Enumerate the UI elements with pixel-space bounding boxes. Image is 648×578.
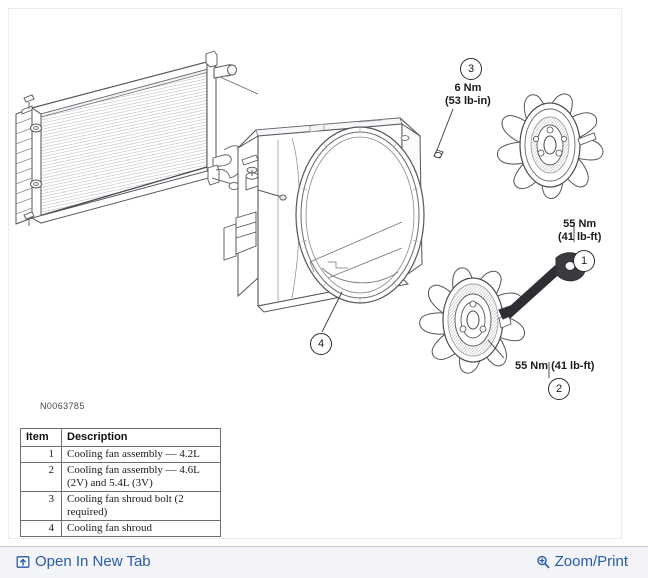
callout-bubble-2: 2 — [548, 378, 570, 400]
table-cell-description: Cooling fan assembly — 4.6L (2V) and 5.4… — [61, 462, 221, 492]
table-cell-item: 3 — [20, 491, 62, 521]
table-cell-item: 1 — [20, 446, 62, 463]
open-in-new-tab-icon — [16, 555, 30, 569]
footer-bar: Open In New Tab Zoom/Print — [0, 546, 648, 578]
open-in-new-tab-label: Open In New Tab — [35, 553, 151, 570]
table-row: 2 Cooling fan assembly — 4.6L (2V) and 5… — [20, 462, 221, 492]
radiator-assembly — [15, 50, 259, 226]
table-header-description: Description — [61, 428, 221, 447]
zoom-print-button[interactable]: Zoom/Print — [536, 553, 628, 570]
table-row: 4 Cooling fan shroud — [20, 520, 221, 537]
table-cell-description: Cooling fan shroud bolt (2 required) — [61, 491, 221, 521]
table-cell-item: 2 — [20, 462, 62, 492]
drawing-number: N0063785 — [40, 401, 85, 411]
callout-3-leader — [433, 108, 454, 159]
table-cell-description: Cooling fan assembly — 4.2L — [61, 446, 221, 463]
cooling-fan-assembly-lower — [417, 264, 528, 374]
exploded-view-illustration: 6 Nm (53 lb-in) 55 Nm (41 lb-ft) 55 Nm (… — [10, 10, 610, 420]
torque-1-line1: 55 Nm — [563, 218, 597, 230]
torque-1-line2: (41 lb-ft) — [558, 231, 602, 243]
callout-leaders — [321, 222, 575, 378]
zoom-print-label: Zoom/Print — [554, 553, 628, 570]
table-header-item: Item — [20, 428, 62, 447]
callout-bubble-1: 1 — [573, 250, 595, 272]
table-row: 1 Cooling fan assembly — 4.2L — [20, 446, 221, 463]
table-cell-description: Cooling fan shroud — [61, 520, 221, 537]
table-header-row: Item Description — [20, 428, 221, 447]
callout-bubble-3: 3 — [460, 58, 482, 80]
callout-bubble-4: 4 — [310, 333, 332, 355]
torque-label-1: 55 Nm (41 lb-ft) — [558, 218, 601, 244]
torque-3-line1: 6 Nm — [454, 82, 482, 94]
torque-label-3: 6 Nm (53 lb-in) — [445, 82, 491, 108]
table-cell-item: 4 — [20, 520, 62, 537]
torque-3-line2: (53 lb-in) — [445, 95, 491, 107]
cooling-fan-assembly-upper — [494, 90, 604, 201]
parts-legend-table: Item Description 1 Cooling fan assembly … — [20, 428, 221, 537]
torque-label-2: 55 Nm (41 lb-ft) — [515, 360, 595, 372]
magnifier-plus-icon — [536, 555, 550, 569]
table-row: 3 Cooling fan shroud bolt (2 required) — [20, 491, 221, 521]
cooling-fan-shroud — [223, 117, 425, 313]
open-in-new-tab-button[interactable]: Open In New Tab — [16, 553, 151, 570]
